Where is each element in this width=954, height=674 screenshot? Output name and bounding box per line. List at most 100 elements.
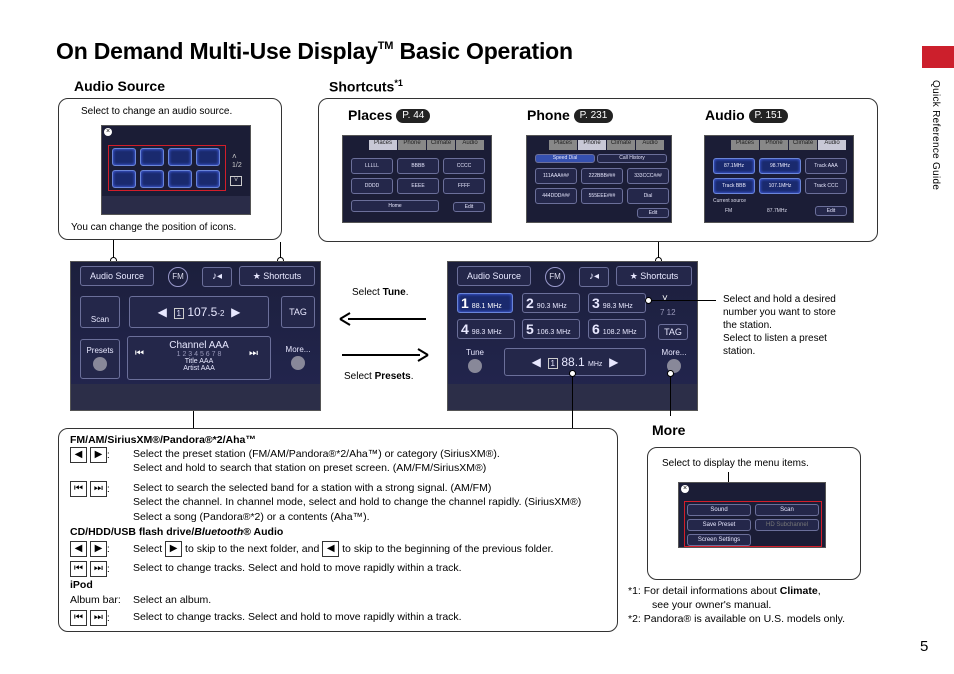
more-note: Select to display the menu items. [662, 458, 809, 469]
phone-page-ref[interactable]: P. 231 [573, 109, 614, 124]
source-icon-bluetooth[interactable] [140, 170, 164, 188]
chevron-down-icon[interactable]: ˅ [662, 293, 668, 304]
phone-speed-1[interactable]: 111AAA### [535, 168, 577, 184]
fm-block-heading: FM/AM/SiriusXM®/Pandora®*2/Aha™ [70, 434, 256, 446]
places-edit-button[interactable]: Edit [453, 202, 485, 212]
music-note-icon[interactable]: ♪◂ [202, 267, 232, 287]
places-preset-4[interactable]: DDDD [351, 178, 393, 194]
ipod-track-keys: ⏮ ⏭: [70, 610, 110, 626]
shortcuts-button[interactable]: ★ Shortcuts [239, 266, 315, 286]
audio-shortcut-3[interactable]: Track AAA [805, 158, 847, 174]
menu-highlight [684, 501, 822, 547]
audio-page-ref[interactable]: P. 151 [748, 109, 789, 124]
more-button[interactable]: More... [279, 339, 317, 379]
places-page-ref[interactable]: P. 44 [396, 109, 431, 124]
source-icon-ipod[interactable] [196, 170, 220, 188]
shortcuts-button[interactable]: ★ Shortcuts [616, 266, 692, 286]
places-home-button[interactable]: Home [351, 200, 439, 212]
next-channel-icon[interactable]: ⏭ [249, 348, 258, 359]
audio-source-bottom-note: You can change the position of icons. [71, 222, 237, 233]
source-icon-sirius[interactable] [168, 148, 192, 166]
audio-source-highlight [108, 145, 226, 191]
tag-button[interactable]: TAG [281, 296, 315, 328]
phone-dial-button[interactable]: Dial [627, 188, 669, 204]
track-keys: ⏮ ⏭: [70, 561, 110, 577]
tag-button[interactable]: TAG [658, 324, 688, 340]
audio-shortcut-4[interactable]: Track BBB [713, 178, 755, 194]
prev-channel-icon[interactable]: ⏮ [135, 348, 144, 359]
source-icon-fm[interactable] [112, 148, 136, 166]
select-tune-caption: Select Tune. [352, 287, 409, 298]
audio-shortcut-screen: Places Phone Climate Audio 87.1MHz 98.7M… [704, 135, 854, 223]
shortcuts-heading: Shortcuts*1 [329, 78, 403, 95]
folder-keys: ◀ ▶: [70, 541, 110, 557]
audio-shortcut-6[interactable]: Track CCC [805, 178, 847, 194]
audio-source-button[interactable]: Audio Source [457, 266, 531, 286]
audio-source-heading: Audio Source [74, 78, 166, 94]
audio-shortcut-5[interactable]: 107.1MHz [759, 178, 801, 194]
close-icon[interactable]: × [104, 128, 112, 136]
phone-speed-4[interactable]: 444DDD### [535, 188, 577, 204]
source-icon-usb[interactable] [112, 170, 136, 188]
fm-source-icon[interactable]: FM [168, 267, 188, 287]
more-button[interactable]: More... [654, 346, 694, 380]
menu-scan[interactable]: Scan [755, 504, 819, 516]
channel-info[interactable]: Channel AAA 1 2 3 4 5 6 7 8 Title AAA Ar… [127, 336, 271, 380]
presets-button[interactable]: Presets [80, 339, 120, 379]
footnote-1: *1: For detail informations about Climat… [628, 585, 821, 597]
audio-source-button[interactable]: Audio Source [80, 266, 154, 286]
menu-sound[interactable]: Sound [687, 504, 751, 516]
phone-speed-3[interactable]: 333CCC### [627, 168, 669, 184]
places-preset-6[interactable]: FFFF [443, 178, 485, 194]
tune-button[interactable]: Tune [457, 346, 493, 380]
phone-edit-button[interactable]: Edit [637, 208, 669, 218]
scroll-up-icon[interactable]: ˄ [232, 152, 237, 161]
cd-block-heading: CD/HDD/USB flash drive/Bluetooth® Audio [70, 526, 284, 538]
speed-dial-tab[interactable]: Speed Dial [535, 154, 595, 163]
bottom-bar [71, 384, 320, 410]
more-menu-screen: × Sound Scan Save Preset HD Subchannel S… [678, 482, 826, 548]
scroll-down-icon[interactable]: ˅ [230, 176, 242, 186]
connector-line [658, 242, 659, 262]
menu-hd-subchannel[interactable]: HD Subchannel [755, 519, 819, 531]
source-icon-hdd[interactable] [168, 170, 192, 188]
menu-save-preset[interactable]: Save Preset [687, 519, 751, 531]
skip-forward-icon: ⏭ [89, 481, 107, 497]
phone-speed-2[interactable]: 222BBB### [581, 168, 623, 184]
current-source-label: Current source [713, 198, 747, 204]
places-preset-3[interactable]: CCCC [443, 158, 485, 174]
seek-left-icon: ◀ [70, 447, 87, 463]
phone-speed-5[interactable]: 555EEE### [581, 188, 623, 204]
audio-shortcut-2[interactable]: 98.7MHz [759, 158, 801, 174]
menu-screen-settings[interactable]: Screen Settings [687, 534, 751, 546]
audio-edit-button[interactable]: Edit [815, 206, 847, 216]
call-history-tab[interactable]: Call History [597, 154, 667, 163]
places-preset-2[interactable]: BBBB [397, 158, 439, 174]
source-icon-am[interactable] [140, 148, 164, 166]
current-source-band: FM [725, 208, 733, 214]
places-preset-1[interactable]: LLLLL [351, 158, 393, 174]
audio-shortcut-1[interactable]: 87.1MHz [713, 158, 755, 174]
fm-line-1: Select the preset station (FM/AM/Pandora… [133, 448, 500, 460]
music-note-icon[interactable]: ♪◂ [579, 267, 609, 287]
ipod-back-icon: ⏮ [70, 610, 87, 626]
tune-bar[interactable]: ◀ 1 107.5-2 ▶ [129, 296, 269, 328]
fm-source-icon[interactable]: FM [545, 267, 565, 287]
footnote-1b: see your owner's manual. [652, 599, 772, 611]
places-preset-5[interactable]: EEEE [397, 178, 439, 194]
side-tab-label: Quick Reference Guide [930, 80, 941, 191]
connector-line [193, 411, 194, 430]
scan-button[interactable]: Scan [80, 296, 120, 328]
close-icon[interactable]: × [681, 485, 689, 493]
source-icon-pandora[interactable] [196, 148, 220, 166]
ipod-heading: iPod [70, 579, 93, 591]
audio-source-top-note: Select to change an audio source. [81, 106, 233, 117]
more-heading: More [652, 422, 686, 438]
